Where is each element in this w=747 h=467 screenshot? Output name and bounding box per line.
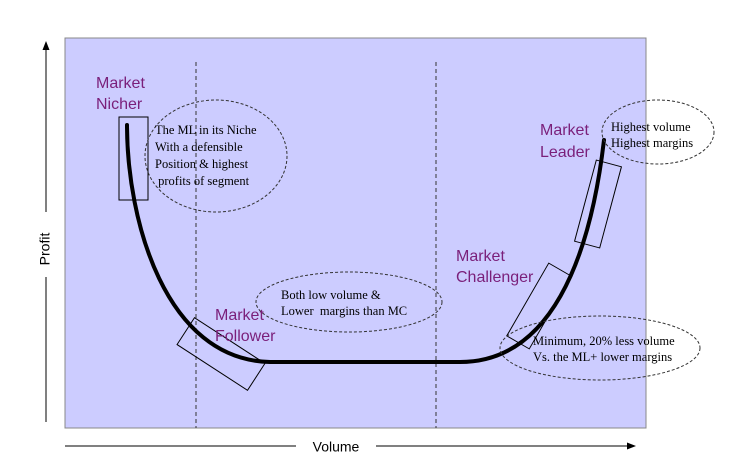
follower-note-line1: Both low volume & (281, 288, 381, 302)
challenger-box (506, 262, 572, 350)
y-axis-arrowhead (42, 41, 50, 50)
niche-box (118, 116, 149, 201)
leader-note-bubble (601, 99, 715, 165)
challenger-note-line2: Vs. the ML+ lower margins (533, 350, 672, 364)
challenger-note-line1: Minimum, 20% less volume (533, 334, 675, 348)
leader-note-line1: Highest volume (611, 120, 691, 134)
follower-title-line2: Follower (215, 328, 276, 345)
challenger-title-line2: Challenger (456, 269, 534, 286)
follower-note-line2: Lower margins than MC (281, 304, 407, 318)
leader-title-line1: Market (540, 122, 589, 139)
niche-note-line4: profits of segment (155, 174, 250, 188)
niche-note-line1: The ML in its Niche (155, 123, 257, 137)
niche-note-bubble (144, 99, 288, 213)
leader-title-line2: Leader (540, 144, 590, 161)
challenger-title-line1: Market (456, 248, 505, 265)
challenger-note-bubble (499, 315, 701, 381)
leader-box (573, 159, 623, 249)
leader-note-line2: Highest margins (611, 136, 693, 150)
follower-box (176, 317, 266, 391)
follower-title-line1: Market (215, 307, 264, 324)
market-curve (125, 123, 606, 364)
x-axis-label: Volume (313, 439, 360, 455)
x-axis-arrowhead (627, 442, 636, 450)
niche-note-line2: With a defensible (155, 140, 243, 154)
diagram-panel (64, 37, 647, 429)
niche-title-line1: Market (96, 75, 145, 92)
y-axis-label: Profit (37, 233, 53, 266)
niche-title-line2: Nicher (96, 96, 143, 113)
niche-note-line3: Position & highest (155, 157, 249, 171)
follower-note-bubble (255, 271, 443, 333)
